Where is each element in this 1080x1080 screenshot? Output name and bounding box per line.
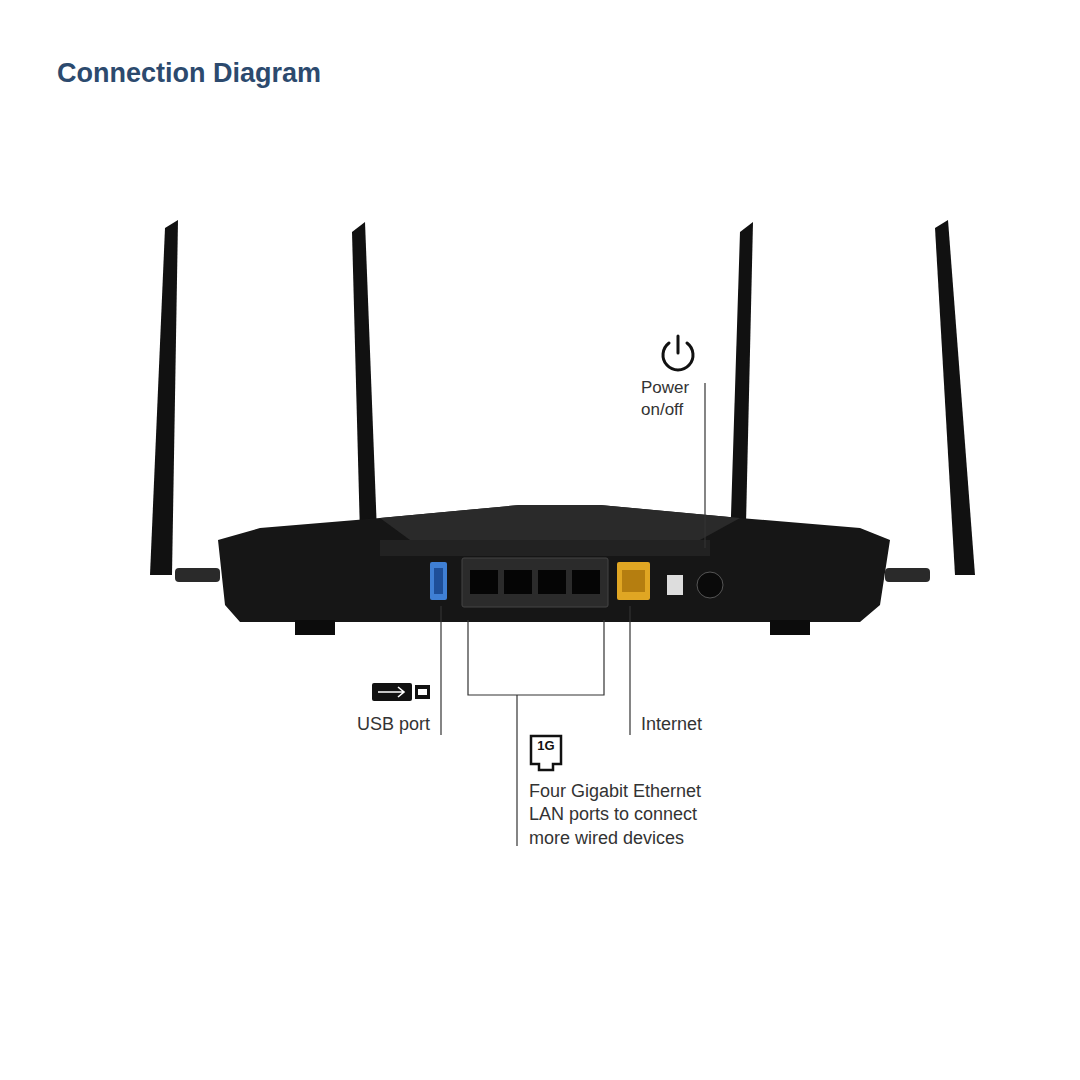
- internet-port: [617, 562, 650, 600]
- usb-icon: [372, 683, 430, 701]
- antenna: [935, 220, 975, 575]
- callout-label: USB port: [357, 713, 430, 736]
- router-foot: [295, 620, 335, 635]
- lan-port: [504, 570, 532, 594]
- callout-label: Power on/off: [641, 377, 699, 421]
- usb-port-inner: [434, 568, 443, 594]
- router-vents: [380, 505, 740, 540]
- leader-line: [629, 606, 630, 735]
- ethernet-icon: [531, 736, 561, 770]
- icon-text: 1G: [531, 738, 561, 755]
- antenna: [150, 220, 178, 575]
- lan-port-frame: [462, 558, 608, 607]
- lan-port: [538, 570, 566, 594]
- usb-port: [430, 562, 447, 600]
- lan-port: [470, 570, 498, 594]
- diagram-title: Connection Diagram: [57, 56, 321, 91]
- router-grille: [380, 540, 710, 556]
- leader-line: [704, 383, 705, 548]
- bracket: [468, 620, 604, 695]
- router-body: [218, 505, 890, 622]
- leader-line: [516, 695, 517, 846]
- power-icon: [663, 336, 693, 370]
- lan-port: [572, 570, 600, 594]
- router-foot: [770, 620, 810, 635]
- leader-line: [440, 606, 441, 735]
- power-jack: [667, 575, 683, 595]
- callout-label: Internet: [641, 713, 702, 736]
- callout-label: Four Gigabit Ethernet LAN ports to conne…: [529, 780, 729, 850]
- antenna-connector: [885, 568, 930, 582]
- antenna-connector: [175, 568, 220, 582]
- internet-port-inner: [622, 570, 645, 592]
- power-button: [697, 572, 723, 598]
